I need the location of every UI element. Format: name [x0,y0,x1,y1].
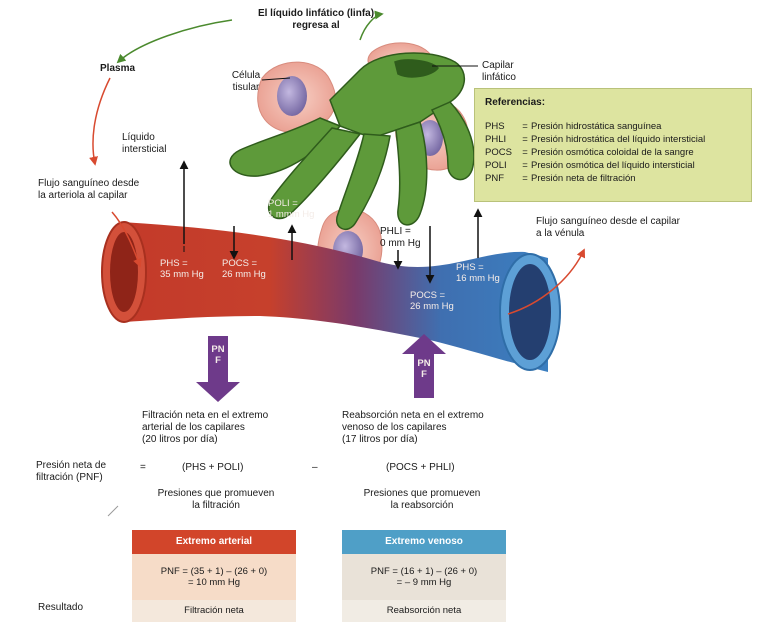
pnf-reabsorption-arrow [402,334,446,398]
lymph-return-arrow [116,19,233,64]
reference-row: POCS=Presión osmótica coloidal de la san… [485,147,694,158]
reference-row: PHLI=Presión hidrostática del líquido in… [485,134,706,145]
equation-left-term: (PHS + POLI) [182,462,244,473]
poli-label: POLI =1 mmm Hg [268,198,315,220]
equation-minus: – [312,462,318,473]
plasma-to-flow-arrow [89,77,111,166]
venous-end-panel: Extremo venoso PNF = (16 + 1) – (26 + 0)… [342,530,506,622]
blood-capillary [101,221,561,372]
references-box: Referencias: PHS=Presión hidrostática sa… [474,88,752,202]
venous-panel-header: Extremo venoso [342,530,506,554]
result-label: Resultado [38,602,84,613]
pnf-right-label: PNF [417,358,431,380]
phs-venous-label: PHS =16 mm Hg [456,262,500,284]
references-title: Referencias: [485,97,546,108]
pocs-arterial-label: POCS =26 mm Hg [222,258,266,280]
arterial-panel-header: Extremo arterial [132,530,296,554]
lymph-up-arrow [359,10,384,41]
phli-label: PHLI =0 mm Hg [380,226,421,249]
pocs-venous-label: POCS =26 mm Hg [410,290,454,312]
reference-row: POLI=Presión osmótica del líquido inters… [485,160,695,171]
cell-nucleus [277,76,307,116]
venous-panel-formula: PNF = (16 + 1) – (26 + 0)= – 9 mm Hg [342,554,506,600]
pnf-filtration-arrow [196,336,240,402]
arterial-panel-formula: PNF = (35 + 1) – (26 + 0)= 10 mm Hg [132,554,296,600]
flow-out-arrow [507,248,586,315]
lymphatic-capillary [229,52,475,231]
reference-row: PNF=Presión neta de filtración [485,173,636,184]
equation-right-term: (POCS + PHLI) [386,462,455,473]
equation-equals: = [140,462,146,473]
cursor-mark [107,505,119,517]
cell-pointer [261,77,291,81]
flow-in-arrow [111,211,142,268]
reference-row: PHS=Presión hidrostática sanguínea [485,121,662,132]
arterial-end-panel: Extremo arterial PNF = (35 + 1) – (26 + … [132,530,296,622]
pnf-left-label: PNF [211,344,225,366]
lymph-return-label: El líquido linfático (linfa)regresa al [257,8,375,31]
phs-arterial-label: PHS =35 mm Hg [160,258,204,280]
tissue-cell-left [257,61,336,133]
venous-panel-result: Reabsorción neta [342,600,506,622]
plasma-label: Plasma [100,63,136,74]
arterial-panel-result: Filtración neta [132,600,296,622]
